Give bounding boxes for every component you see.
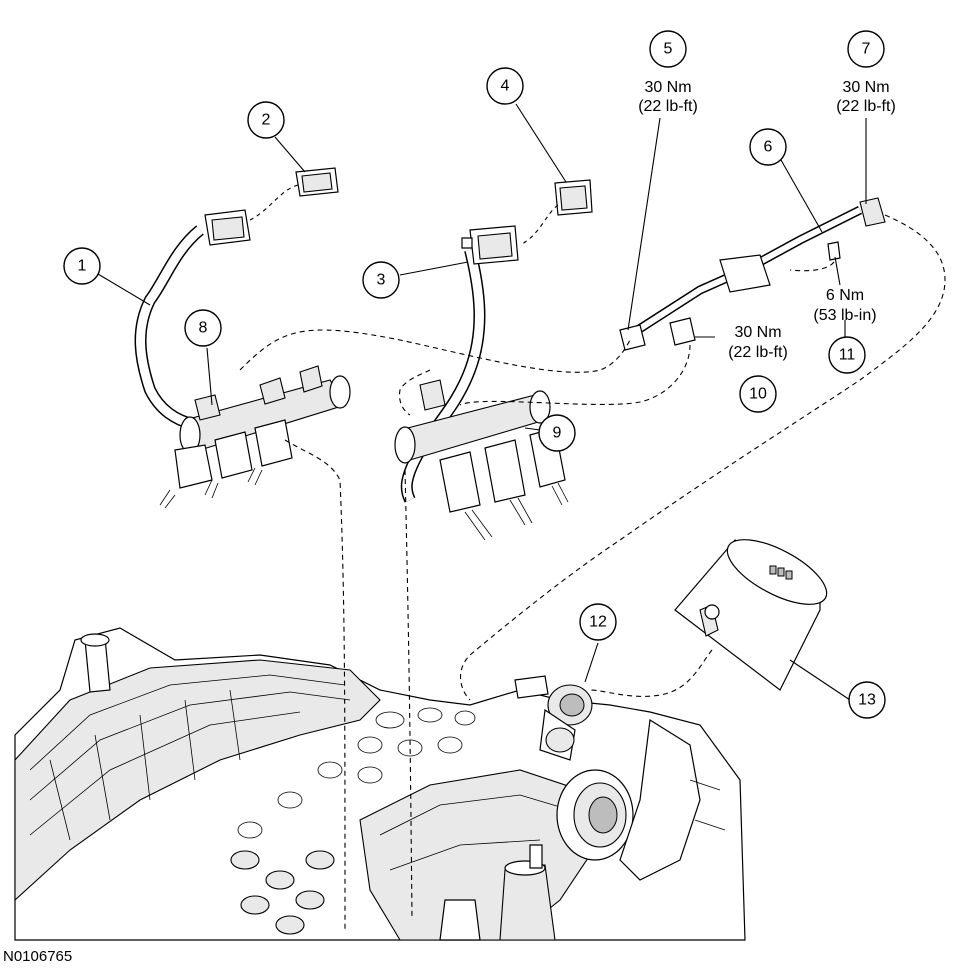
callout-6: 6 bbox=[749, 128, 787, 166]
callout-label-1: 1 bbox=[78, 258, 87, 275]
callout-3: 3 bbox=[362, 261, 400, 299]
part-5-tube-nut bbox=[619, 324, 646, 351]
torque-5-imperial: (22 lb-ft) bbox=[638, 98, 698, 115]
torque-spec-10: 30 Nm (22 lb-ft) bbox=[728, 324, 788, 361]
callout-label-8: 8 bbox=[199, 320, 208, 337]
callout-label-3: 3 bbox=[377, 272, 386, 289]
callout-2: 2 bbox=[247, 101, 285, 139]
part-8-lh-fuel-rail bbox=[159, 365, 351, 509]
torque-spec-11: 6 Nm (53 lb-in) bbox=[813, 287, 876, 324]
torque-7-metric: 30 Nm bbox=[842, 79, 889, 96]
callout-13: 13 bbox=[848, 681, 886, 719]
callout-label-11: 11 bbox=[839, 347, 856, 364]
torque-7-imperial: (22 lb-ft) bbox=[836, 98, 896, 115]
torque-11-imperial: (53 lb-in) bbox=[813, 307, 876, 324]
callout-label-6: 6 bbox=[764, 139, 773, 156]
callout-label-9: 9 bbox=[553, 425, 562, 442]
callout-11: 11 bbox=[828, 336, 866, 374]
callout-5: 5 bbox=[649, 30, 687, 68]
part-6-fuel-tube bbox=[627, 197, 886, 339]
leader-lines bbox=[97, 103, 867, 701]
callout-label-13: 13 bbox=[858, 692, 876, 709]
torque-5-metric: 30 Nm bbox=[644, 79, 691, 96]
callout-label-2: 2 bbox=[262, 112, 271, 129]
part-3-rh-harness bbox=[400, 225, 519, 503]
part-4-rh-connector bbox=[519, 179, 593, 246]
torque-spec-7: 30 Nm (22 lb-ft) bbox=[836, 79, 896, 115]
part-12-fitting bbox=[514, 675, 593, 761]
callout-8: 8 bbox=[184, 309, 222, 347]
callout-10: 10 bbox=[739, 375, 777, 413]
part-1-lh-harness bbox=[134, 209, 251, 431]
torque-10-metric: 30 Nm bbox=[734, 324, 781, 341]
engine-assembly bbox=[14, 627, 746, 941]
callout-label-4: 4 bbox=[501, 78, 510, 95]
routing-lines bbox=[239, 214, 946, 931]
callout-1: 1 bbox=[63, 247, 101, 285]
callout-12: 12 bbox=[579, 603, 617, 641]
callout-9: 9 bbox=[538, 414, 576, 452]
callout-label-12: 12 bbox=[589, 614, 607, 631]
callout-4: 4 bbox=[486, 67, 524, 105]
torque-spec-5: 30 Nm (22 lb-ft) bbox=[638, 79, 698, 115]
part-10-tube-nut bbox=[669, 317, 696, 346]
callout-label-10: 10 bbox=[749, 386, 767, 403]
part-2-lh-connector bbox=[249, 167, 339, 221]
callout-label-5: 5 bbox=[664, 41, 673, 58]
callout-7: 7 bbox=[847, 30, 885, 68]
torque-11-metric: 6 Nm bbox=[826, 287, 864, 304]
torque-10-imperial: (22 lb-ft) bbox=[728, 344, 788, 361]
part-13-cap bbox=[674, 539, 828, 691]
callout-label-7: 7 bbox=[862, 41, 871, 58]
figure-id: N0106765 bbox=[3, 948, 73, 965]
part-9-rh-fuel-rail bbox=[394, 379, 569, 541]
